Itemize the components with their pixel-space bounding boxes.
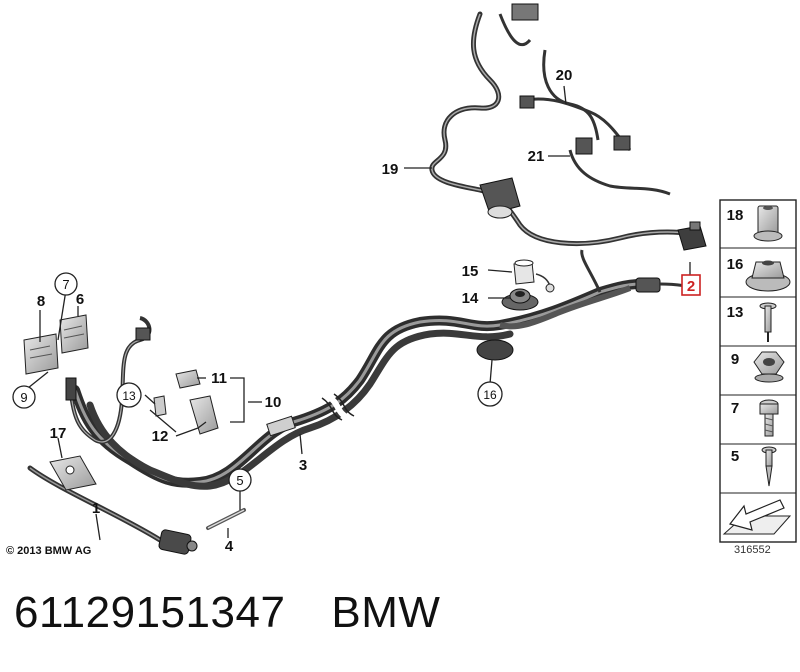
callout-circle-7 [54, 272, 78, 296]
module-bracket-6 [59, 314, 89, 354]
callout-9: 9 [20, 390, 27, 405]
part-footer: 61129151347 BMW [14, 588, 440, 638]
fastener-sidebar: 18 16 13 9 7 5 [719, 199, 797, 543]
callout-3: 3 [299, 457, 307, 474]
blind-rivet-icon [759, 302, 777, 342]
callout-2: 2 [687, 278, 695, 295]
leader-lines [27, 85, 691, 541]
callout-7: 7 [62, 277, 69, 292]
callout-circle-13 [116, 382, 142, 408]
grommet-14 [501, 288, 539, 311]
callout-12: 12 [152, 428, 169, 445]
callout-10: 10 [265, 394, 282, 411]
callout-13: 13 [122, 389, 136, 403]
sidebar-label-9: 9 [731, 351, 739, 368]
callout-circle-5 [228, 468, 252, 492]
brand-name: BMW [331, 588, 441, 637]
stud-4 [206, 508, 246, 530]
sidebar-label-7: 7 [731, 400, 739, 417]
lock-nut-icon [753, 351, 785, 383]
module-bracket-8 [23, 333, 59, 375]
sidebar-label-16: 16 [727, 256, 744, 273]
clip-parts [153, 369, 219, 435]
part-number: 61129151347 [14, 588, 286, 637]
highlight-box [681, 274, 701, 296]
callout-17: 17 [50, 425, 67, 442]
callout-6: 6 [76, 291, 84, 308]
ground-lead [27, 465, 198, 555]
sidebar-label-13: 13 [727, 304, 744, 321]
callout-16: 16 [483, 388, 497, 402]
torx-bolt-icon [759, 399, 779, 437]
callout-11: 11 [211, 370, 227, 387]
collar-nut-icon [745, 260, 791, 292]
ground-bracket [49, 455, 97, 491]
callout-circle-16 [477, 381, 503, 407]
sidebar-label-18: 18 [727, 207, 744, 224]
callout-19: 19 [382, 161, 399, 178]
copyright-text: © 2013 BMW AG [6, 545, 91, 557]
sleeve-15 [513, 259, 555, 293]
callout-21: 21 [528, 148, 545, 165]
callout-8: 8 [37, 293, 45, 310]
stud-pin-icon [761, 446, 777, 487]
image-number: 316552 [734, 544, 771, 556]
sidebar-label-5: 5 [731, 448, 739, 465]
callout-20: 20 [556, 67, 573, 84]
callout-15: 15 [462, 263, 479, 280]
pipe-nut-icon [753, 205, 783, 242]
callout-5: 5 [236, 473, 243, 488]
callout-circle-9 [12, 385, 36, 409]
callout-4: 4 [225, 538, 234, 555]
callout-1: 1 [92, 500, 100, 517]
battery-cable [70, 249, 701, 490]
upper-harness [429, 3, 707, 251]
callout-14: 14 [462, 290, 479, 307]
arrow-plate-icon [722, 499, 792, 535]
